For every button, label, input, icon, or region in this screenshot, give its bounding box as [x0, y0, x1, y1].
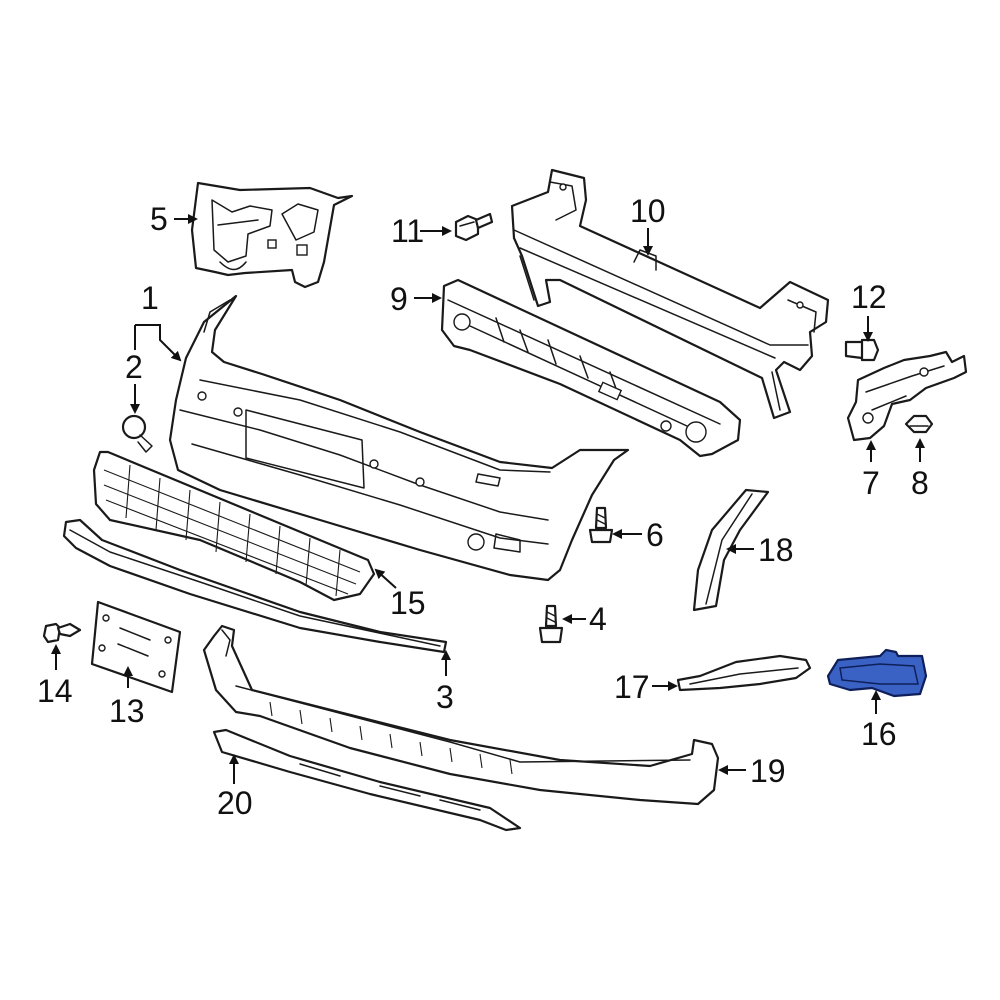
- part-2-cap[interactable]: [121, 414, 153, 453]
- part-13-license-bracket[interactable]: [90, 600, 182, 694]
- part-16-fog-bezel-highlighted[interactable]: [826, 648, 928, 698]
- callout-12: 12: [851, 279, 887, 315]
- part-4-screw[interactable]: [538, 604, 564, 644]
- part-20-skid-plate[interactable]: [212, 728, 522, 832]
- callout-1: 1: [141, 280, 159, 316]
- callout-18: 18: [758, 532, 794, 568]
- part-14-clip[interactable]: [42, 622, 82, 644]
- part-12-bolt[interactable]: [844, 338, 880, 362]
- callout-10: 10: [630, 193, 666, 229]
- callout-4: 4: [589, 601, 607, 637]
- callout-20: 20: [217, 785, 253, 821]
- callout-17: 17: [614, 669, 650, 705]
- callout-13: 13: [109, 693, 145, 729]
- part-9-absorber[interactable]: [440, 278, 742, 458]
- part-1-bumper-cover[interactable]: [168, 294, 630, 582]
- callout-14: 14: [37, 673, 73, 709]
- part-8-nut[interactable]: [904, 414, 934, 434]
- part-11-bolt[interactable]: [454, 212, 494, 242]
- callout-8: 8: [911, 465, 929, 501]
- part-15-grille[interactable]: [92, 450, 376, 602]
- callout-11: 11: [391, 213, 424, 249]
- callout-6: 6: [646, 517, 664, 553]
- part-19-lower-valance[interactable]: [202, 624, 720, 806]
- callout-15: 15: [390, 585, 426, 621]
- callout-7: 7: [862, 465, 880, 501]
- part-17-fog-trim[interactable]: [676, 654, 812, 692]
- callout-16: 16: [861, 716, 897, 752]
- callout-3: 3: [436, 679, 454, 715]
- part-10-reinforcement-bar[interactable]: [510, 168, 830, 420]
- callout-5: 5: [150, 201, 168, 237]
- part-6-screw[interactable]: [588, 506, 614, 544]
- leader-lines: [51, 214, 925, 784]
- callout-2: 2: [125, 349, 143, 385]
- callout-19: 19: [750, 753, 786, 789]
- part-7-side-bracket[interactable]: [846, 350, 968, 442]
- callout-9: 9: [390, 281, 408, 317]
- callout-labels: 5 11 10 9 1 12 2 7 8 6 18 15 4 3 17 14 1…: [37, 193, 929, 821]
- part-18-trim-strip[interactable]: [692, 488, 770, 612]
- part-5-bracket[interactable]: [190, 181, 354, 289]
